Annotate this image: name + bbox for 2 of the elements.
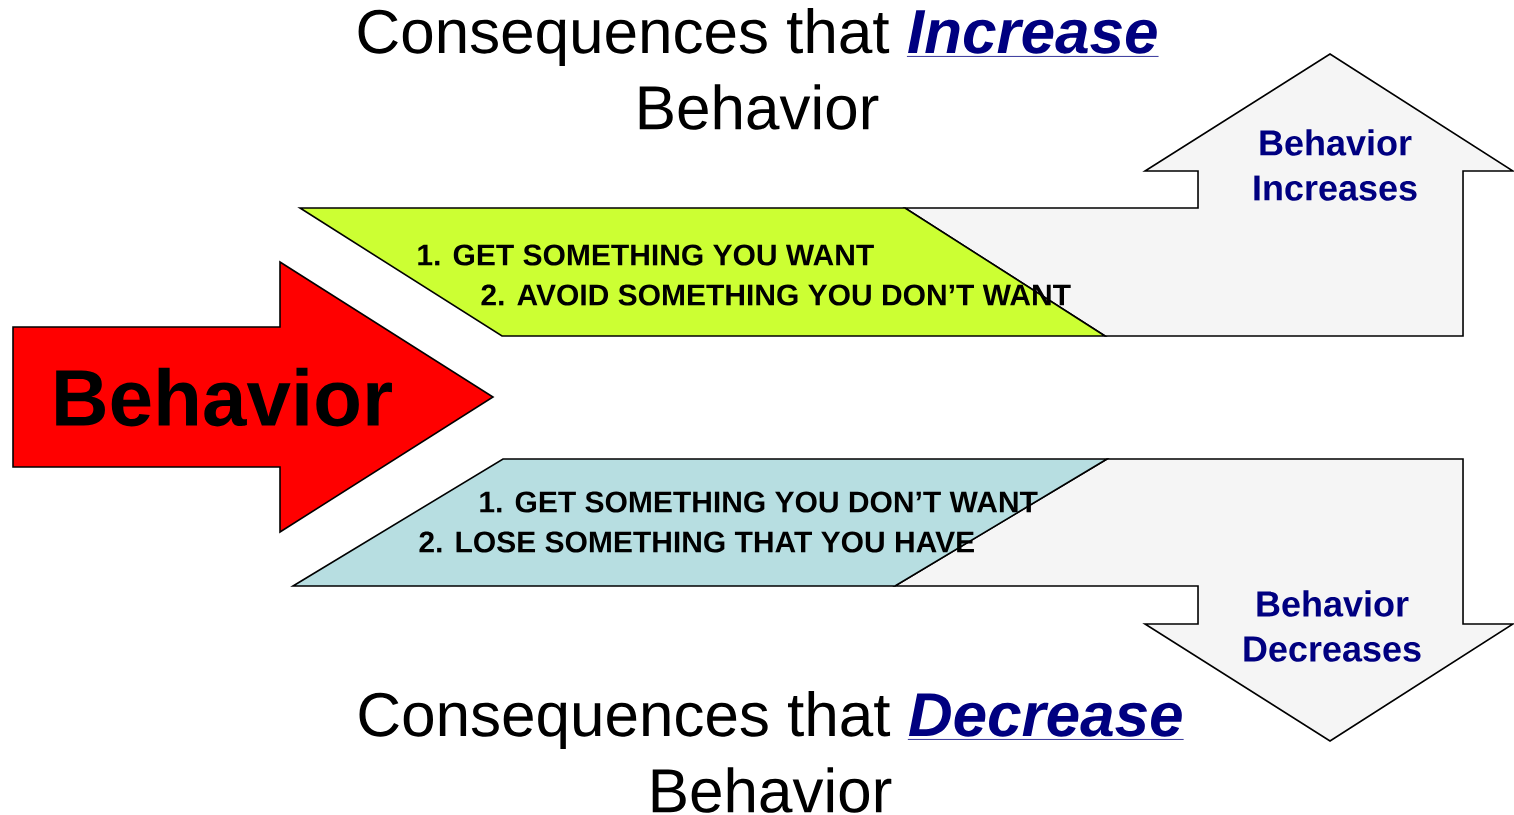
heading-text: Behavior — [652, 767, 892, 813]
heading-text: Behavior — [639, 84, 879, 130]
